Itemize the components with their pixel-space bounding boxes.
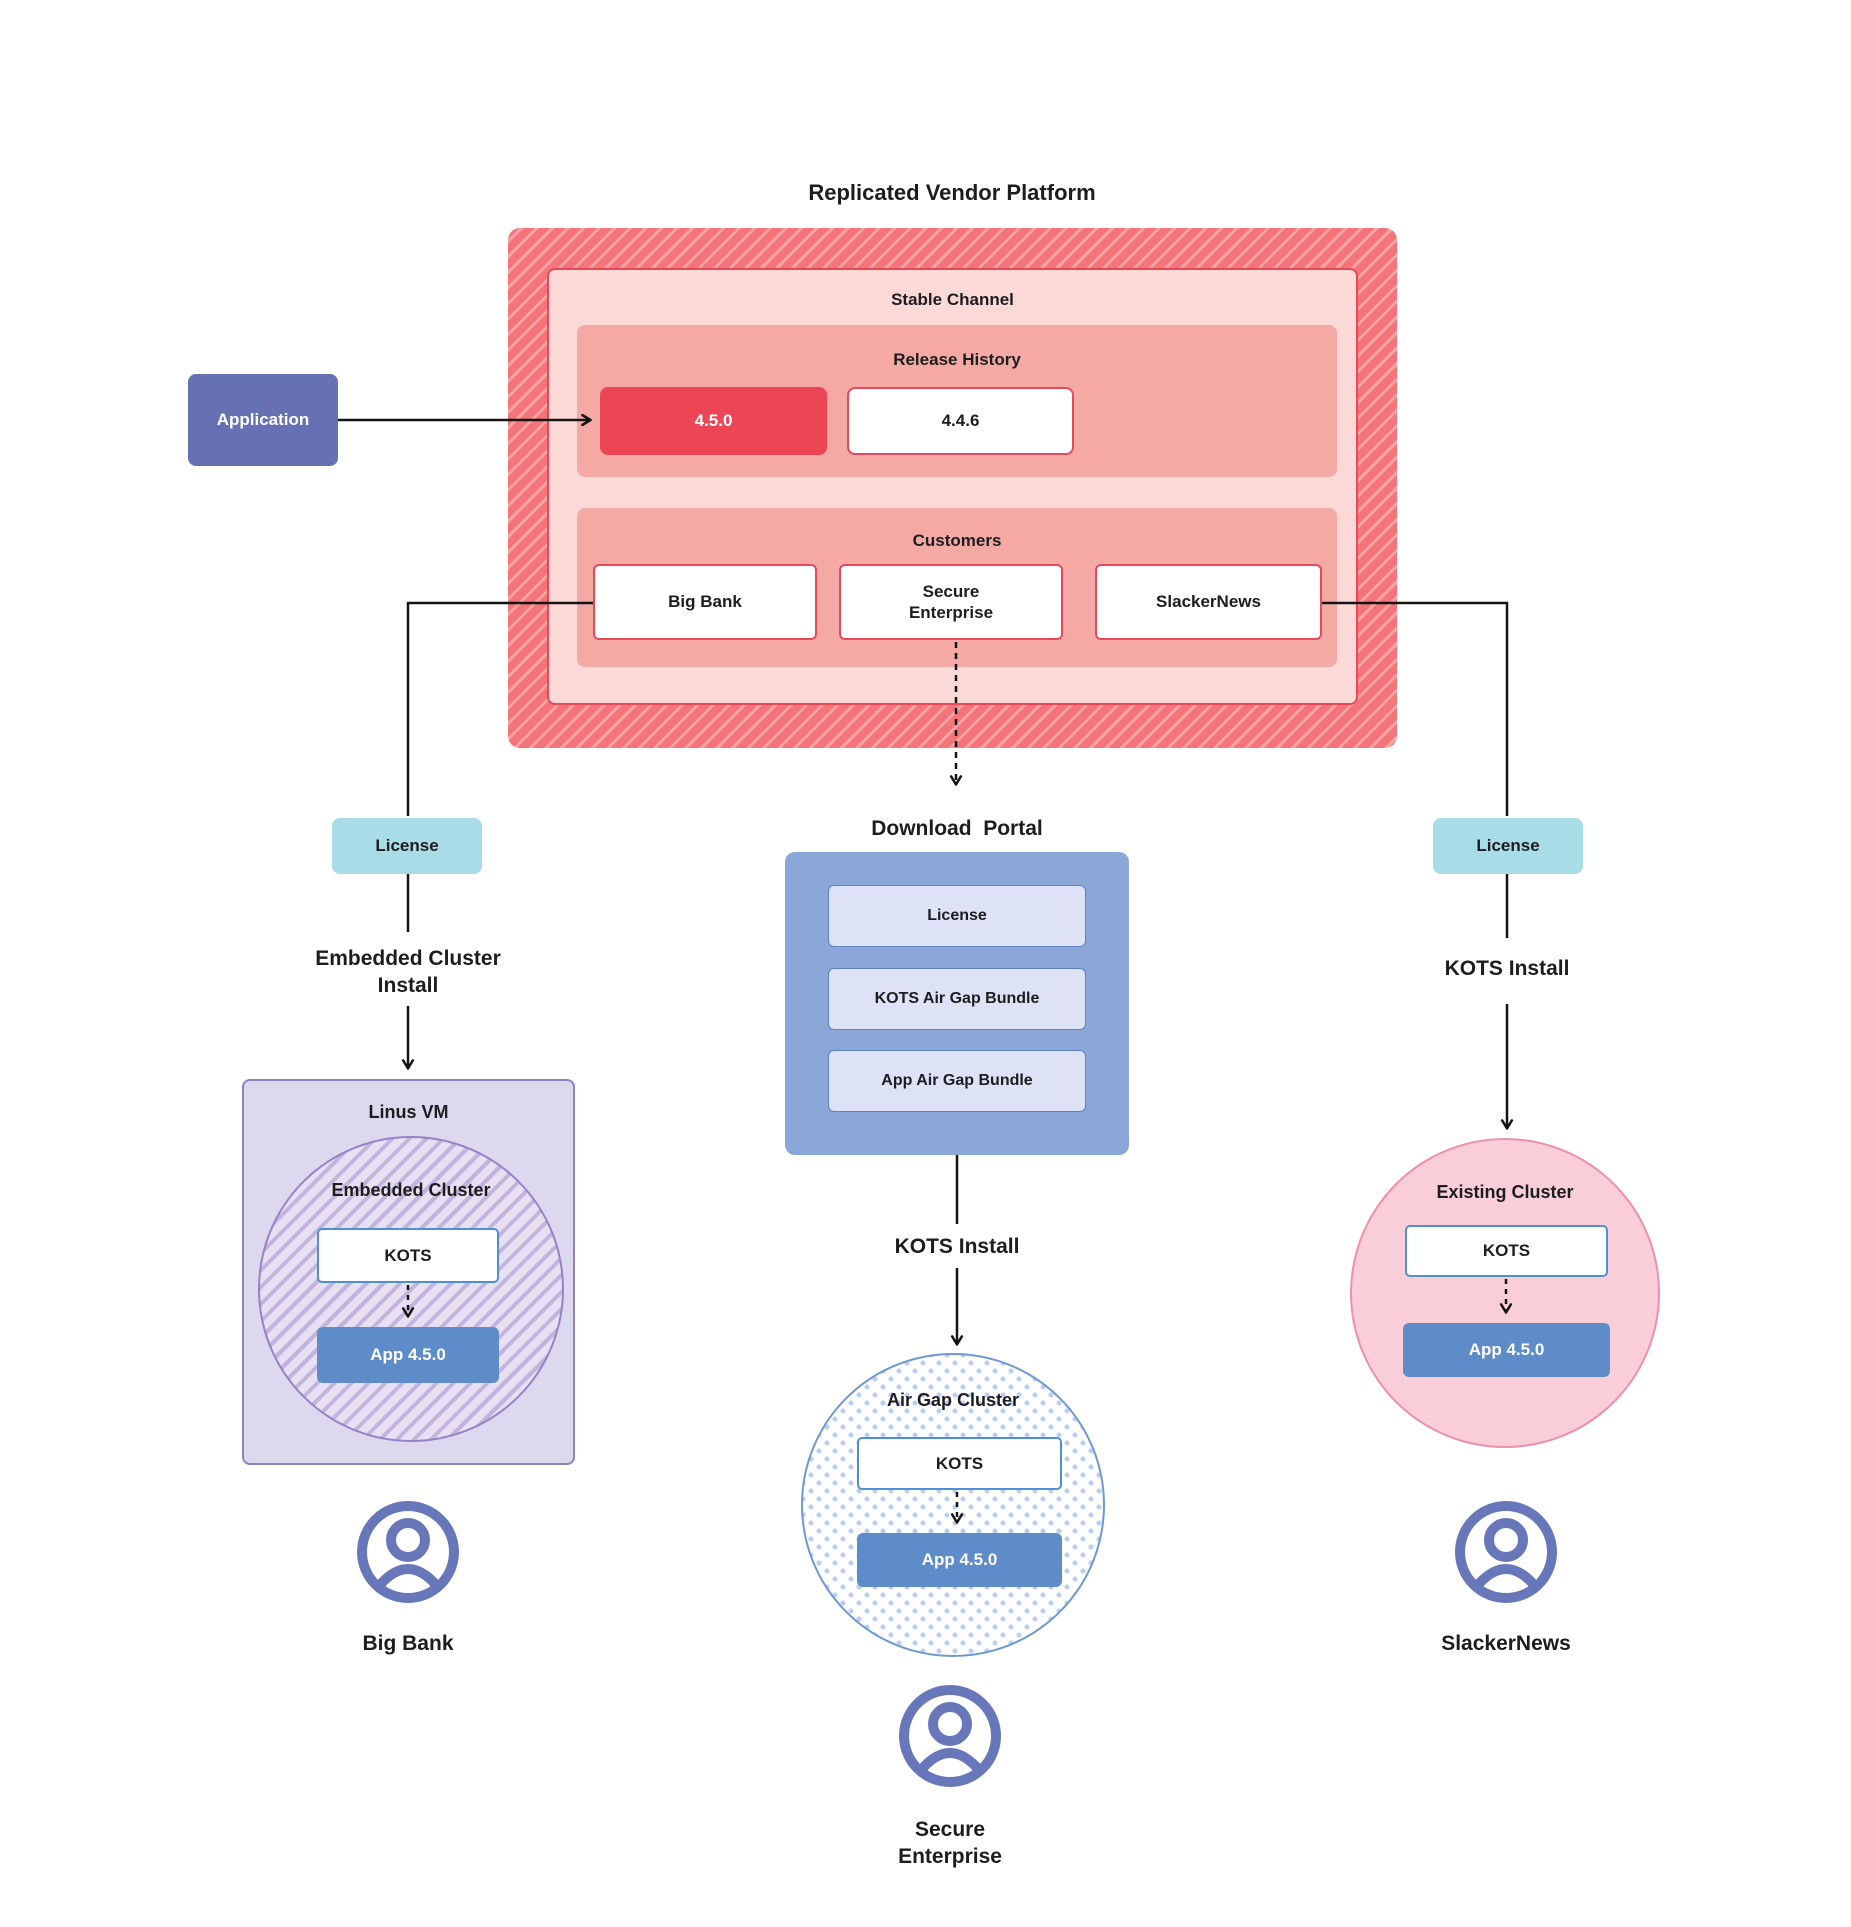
portal-item-app-airgap-bundle: App Air Gap Bundle bbox=[828, 1050, 1086, 1112]
portal-item-license: License bbox=[828, 885, 1086, 947]
linus-vm-label: Linus VM bbox=[368, 1102, 449, 1122]
stable-channel-label: Stable Channel bbox=[891, 290, 1014, 309]
customers-label: Customers bbox=[912, 531, 1002, 550]
secure-enterprise-persona-label: Secure Enterprise bbox=[898, 1818, 1002, 1869]
embedded-cluster-circle bbox=[258, 1136, 564, 1442]
left-app-node: App 4.5.0 bbox=[317, 1327, 499, 1383]
left-install-label: Embedded Cluster Install bbox=[315, 947, 501, 997]
center-kots-node: KOTS bbox=[857, 1437, 1062, 1490]
slackernews-persona-label: SlackerNews bbox=[1441, 1632, 1571, 1655]
right-app-node: App 4.5.0 bbox=[1403, 1323, 1610, 1377]
application-node: Application bbox=[188, 374, 338, 466]
customer-slackernews: SlackerNews bbox=[1095, 564, 1322, 640]
big-bank-user-icon bbox=[357, 1501, 459, 1603]
diagram-title: Replicated Vendor Platform bbox=[808, 180, 1096, 205]
air-gap-cluster-label: Air Gap Cluster bbox=[886, 1390, 1020, 1410]
center-kots-install-label: KOTS Install bbox=[894, 1235, 1020, 1258]
customer-big-bank: Big Bank bbox=[593, 564, 817, 640]
customer-secure-enterprise: Secure Enterprise bbox=[839, 564, 1063, 640]
right-license-node: License bbox=[1433, 818, 1583, 874]
release-history-label: Release History bbox=[893, 350, 1021, 369]
air-gap-cluster-circle bbox=[801, 1353, 1105, 1657]
right-kots-node: KOTS bbox=[1405, 1225, 1608, 1277]
right-kots-install-label: KOTS Install bbox=[1444, 957, 1570, 980]
big-bank-persona-label: Big Bank bbox=[362, 1632, 454, 1655]
secure-enterprise-user-icon bbox=[899, 1685, 1001, 1787]
release-version-previous: 4.4.6 bbox=[847, 387, 1074, 455]
left-kots-node: KOTS bbox=[317, 1228, 499, 1283]
center-app-node: App 4.5.0 bbox=[857, 1533, 1062, 1587]
embedded-cluster-label: Embedded Cluster bbox=[331, 1180, 491, 1200]
portal-item-kots-airgap-bundle: KOTS Air Gap Bundle bbox=[828, 968, 1086, 1030]
slackernews-user-icon bbox=[1455, 1501, 1557, 1603]
release-version-current: 4.5.0 bbox=[600, 387, 827, 455]
download-portal-label: Download Portal bbox=[871, 817, 1043, 840]
left-license-node: License bbox=[332, 818, 482, 874]
existing-cluster-label: Existing Cluster bbox=[1436, 1182, 1574, 1202]
